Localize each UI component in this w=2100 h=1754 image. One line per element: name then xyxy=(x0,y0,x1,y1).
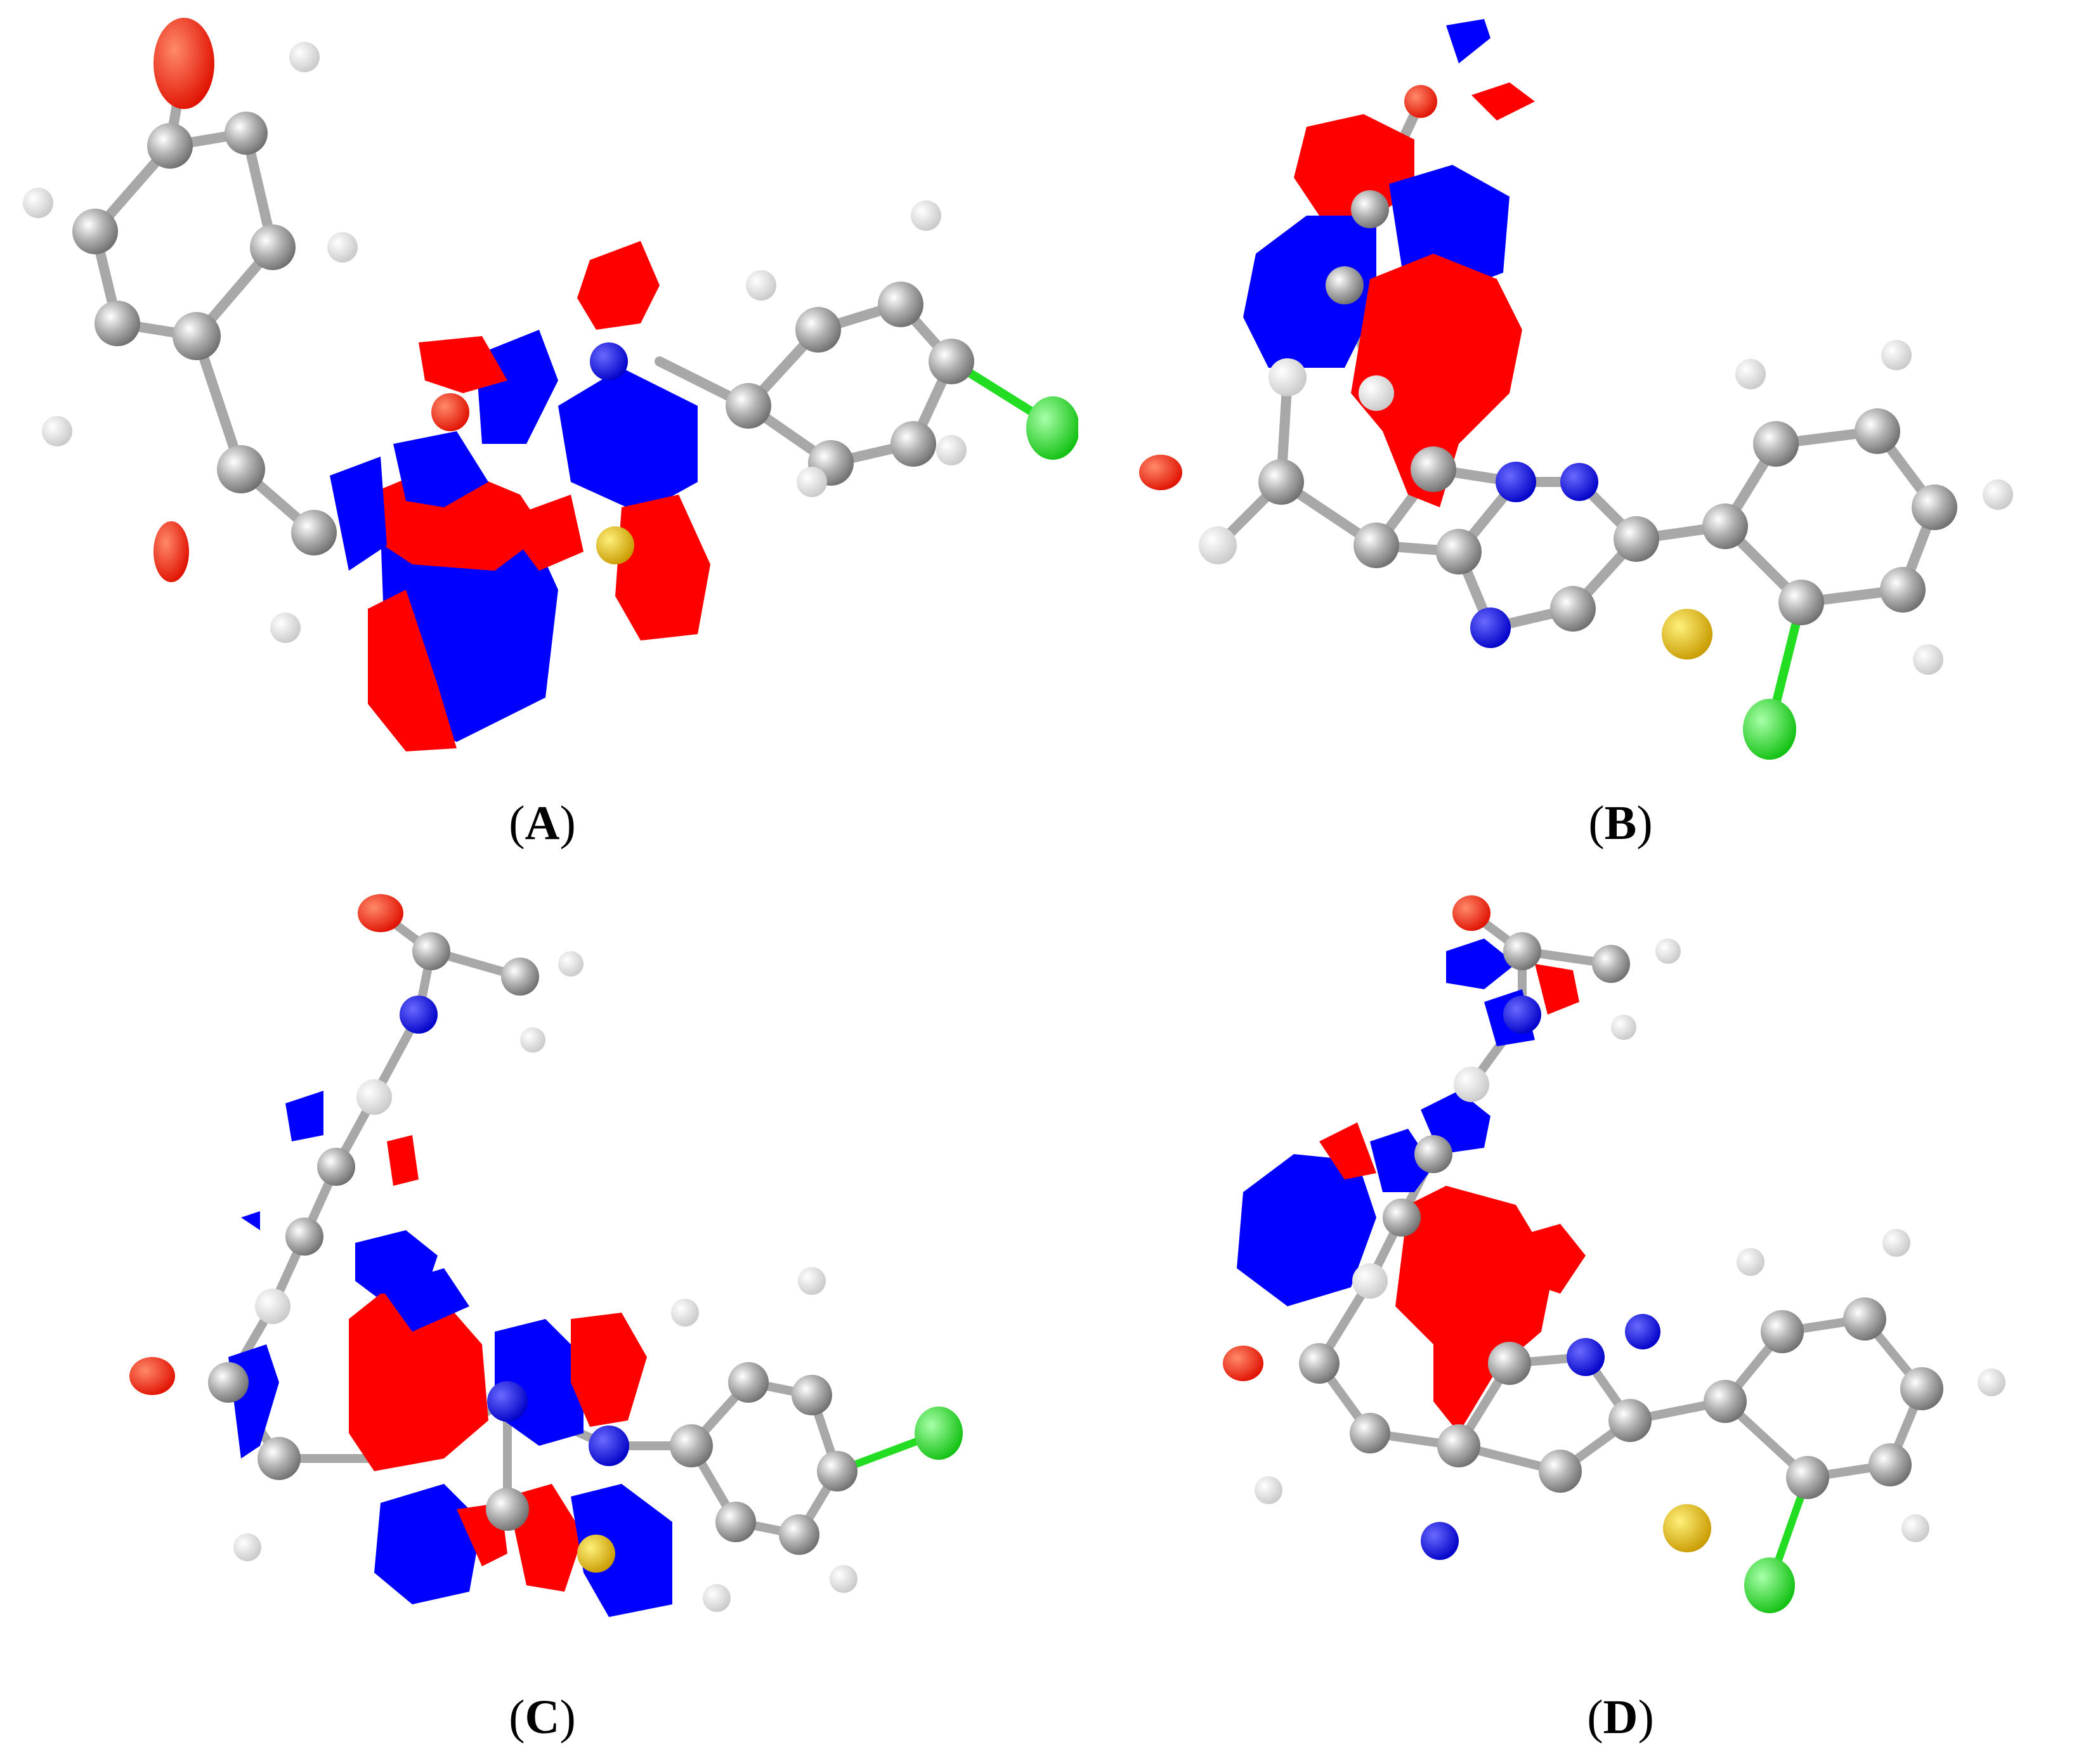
caption-d: (D) xyxy=(1587,1691,1654,1744)
molecule-b-orbital-plot xyxy=(1139,19,2013,760)
panel-a xyxy=(0,0,1078,774)
panel-b xyxy=(1078,0,2100,774)
caption-b-label: B xyxy=(1604,796,1637,850)
panel-c xyxy=(0,875,1078,1674)
orbital-lobes xyxy=(1243,19,1535,507)
molecule-a-orbital-plot xyxy=(23,18,1078,751)
orbital-lobes xyxy=(330,241,710,751)
caption-c: (C) xyxy=(509,1691,576,1744)
caption-c-label: C xyxy=(525,1691,560,1744)
molecule-c-orbital-plot xyxy=(129,894,963,1617)
caption-a-label: A xyxy=(525,796,560,850)
orbital-lobes xyxy=(228,1091,672,1617)
caption-b: (B) xyxy=(1588,796,1653,850)
panel-d xyxy=(1078,875,2100,1674)
caption-a: (A) xyxy=(509,796,576,850)
molecule-d-orbital-plot xyxy=(1223,895,2005,1613)
caption-d-label: D xyxy=(1603,1691,1638,1744)
